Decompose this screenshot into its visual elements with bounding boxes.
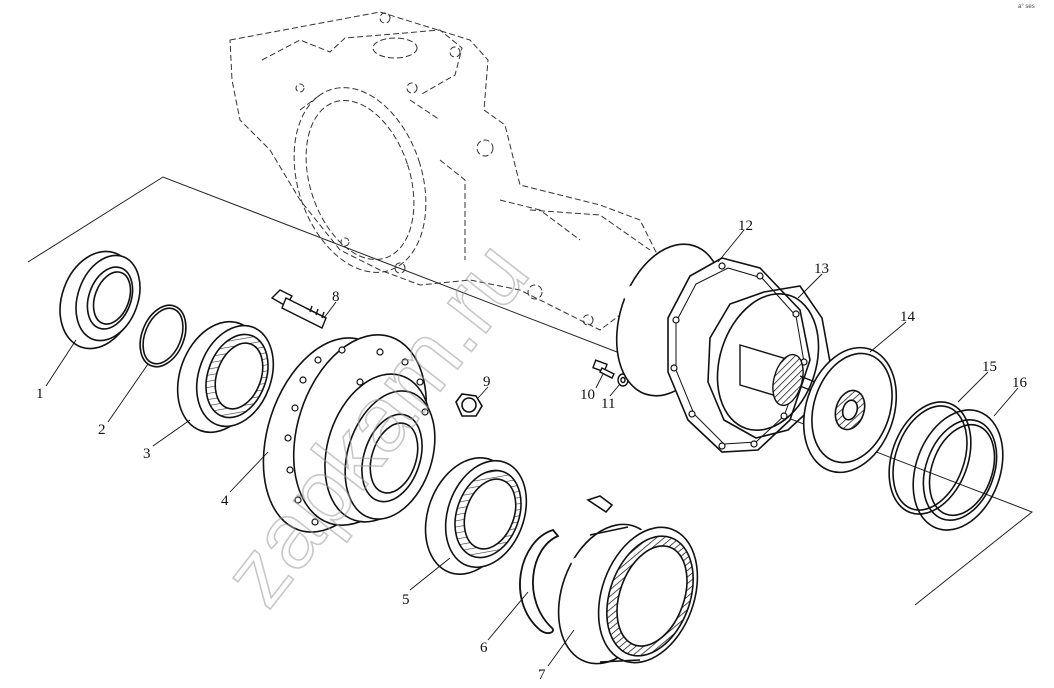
part-3-bearing	[176, 320, 275, 434]
callout-14: 14	[900, 309, 916, 325]
watermark-text: zapkam.ru	[203, 223, 548, 624]
callout-4: 4	[221, 493, 229, 509]
leader-lines	[45, 229, 1019, 667]
callout-13: 13	[814, 261, 829, 277]
part-12-carrier-housing	[615, 243, 811, 453]
part-1-seal	[59, 250, 141, 350]
callout-2: 2	[98, 422, 106, 438]
part-15-o-ring	[888, 401, 972, 515]
part-13-gasket	[707, 285, 831, 439]
part-9-nut	[455, 393, 483, 417]
part-7-ring-gear	[557, 495, 700, 665]
part-16-cover-ring	[912, 409, 1004, 531]
callout-7: 7	[538, 667, 546, 683]
part-14-thrust-plate	[802, 346, 898, 474]
callout-5: 5	[402, 592, 410, 608]
part-5-bearing	[424, 457, 528, 575]
callout-6: 6	[480, 640, 488, 656]
callout-8: 8	[332, 289, 340, 305]
callout-11: 11	[601, 396, 615, 412]
callout-1: 1	[36, 386, 44, 402]
callout-12: 12	[738, 218, 753, 234]
watermark: zapkam.ru	[203, 222, 549, 625]
assembly-axis-frame	[27, 176, 1033, 606]
callout-16: 16	[1012, 375, 1028, 391]
callout-15: 15	[982, 359, 997, 375]
corner-note: a° ses	[1018, 4, 1035, 10]
callout-3: 3	[143, 446, 151, 462]
callout-labels: 1 2 3 4 5 6 7 8 9 10 11 12 13 14 15 16	[36, 218, 1028, 683]
part-2-o-ring	[139, 304, 187, 368]
callout-9: 9	[483, 374, 491, 390]
part-10-screw	[592, 359, 615, 379]
part-4-wheel-hub	[262, 334, 436, 533]
callout-10: 10	[580, 387, 595, 403]
part-6-snap-ring	[519, 528, 560, 634]
part-8-bolt	[270, 289, 327, 329]
